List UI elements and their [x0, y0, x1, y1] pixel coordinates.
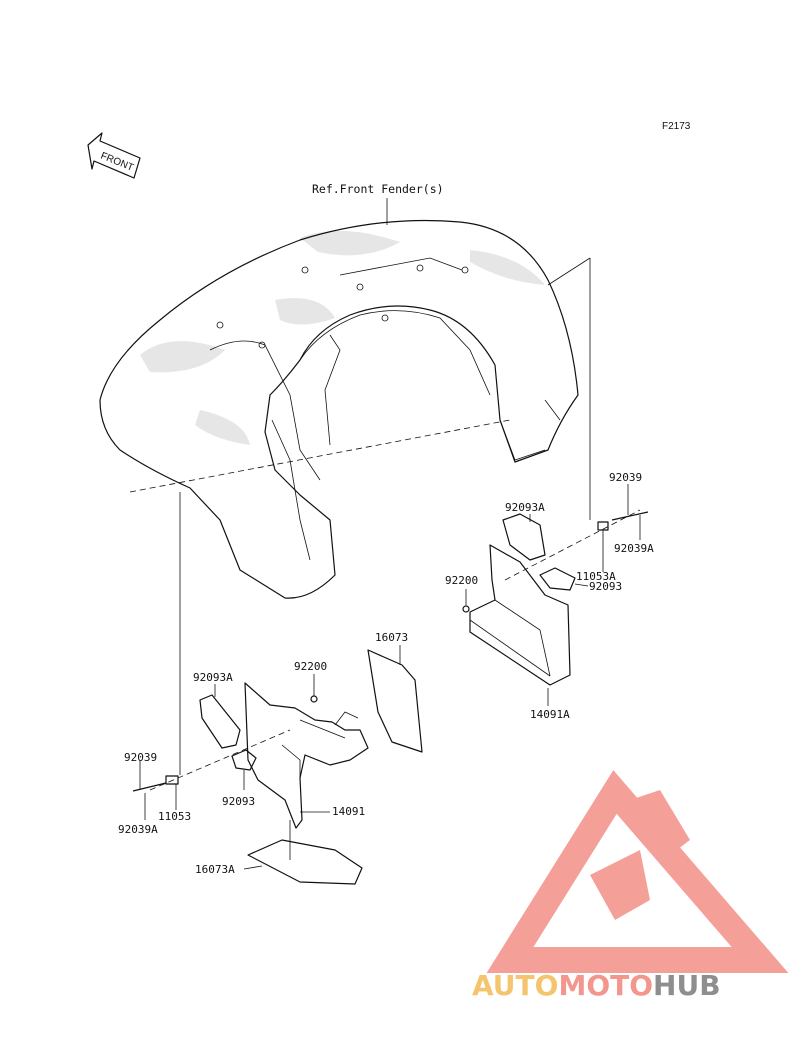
- nut-92200-left: [310, 695, 318, 703]
- watermark-hub: HUB: [653, 969, 721, 1002]
- front-fender: [99, 219, 579, 599]
- label-14091: 14091: [332, 805, 365, 818]
- label-92039A-right: 92039A: [614, 542, 654, 555]
- label-92200-left: 92200: [294, 660, 327, 673]
- pad-92093A-left: [199, 694, 241, 749]
- mud-guard-left: [244, 682, 369, 829]
- reference-label: Ref.Front Fender(s): [312, 182, 444, 196]
- front-arrow-icon: FRONT: [87, 132, 141, 179]
- label-92039-left: 92039: [124, 751, 157, 764]
- pad-92093A-right: [502, 513, 546, 561]
- label-11053: 11053: [158, 810, 191, 823]
- watermark-text: AUTOMOTOHUB: [472, 969, 721, 1002]
- seal-16073: [367, 649, 423, 753]
- figure-code: F2173: [662, 121, 691, 132]
- label-92093A-left: 92093A: [193, 671, 233, 684]
- watermark-moto: MOTO: [558, 969, 653, 1002]
- nut-92200-right: [462, 605, 470, 613]
- label-92039A-left: 92039A: [118, 823, 158, 836]
- clip-11053A: [597, 521, 609, 572]
- seal-16073A: [247, 839, 363, 885]
- label-16073A: 16073A: [195, 863, 235, 876]
- label-11053A: 11053A: [576, 570, 616, 583]
- pad-92093-right: [539, 567, 576, 591]
- label-92093-right: 92093: [589, 580, 622, 593]
- pad-92093-left: [231, 749, 257, 771]
- watermark-auto: AUTO: [472, 969, 558, 1002]
- alignment-line: [129, 419, 511, 493]
- label-92200-right: 92200: [445, 574, 478, 587]
- bolt-92039-right: [611, 484, 649, 540]
- bolt-92039-left: [132, 760, 167, 820]
- label-14091A: 14091A: [530, 708, 570, 721]
- clip-11053: [165, 775, 179, 810]
- watermark-logo: [486, 770, 789, 973]
- label-92093A-right: 92093A: [505, 501, 545, 514]
- mud-guard-right: [469, 544, 571, 686]
- label-92039-right: 92039: [609, 471, 642, 484]
- label-16073: 16073: [375, 631, 408, 644]
- label-92093-left: 92093: [222, 795, 255, 808]
